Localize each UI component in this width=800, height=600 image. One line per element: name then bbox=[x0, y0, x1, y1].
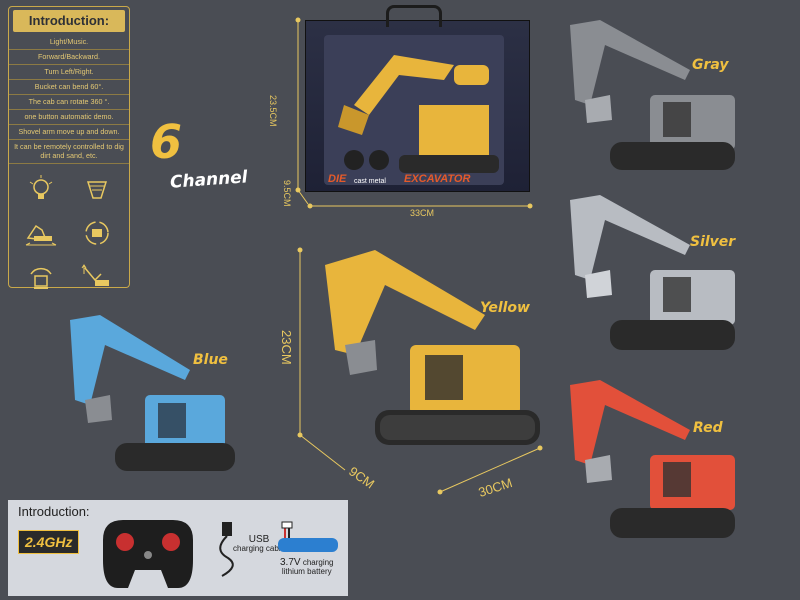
usb-subtitle: charging cable bbox=[233, 544, 286, 553]
feature-item: The cab can rotate 360 °. bbox=[9, 95, 129, 110]
feature-item: Bucket can bend 60°. bbox=[9, 80, 129, 95]
product-height-dimension: 23CM bbox=[279, 330, 294, 365]
forward-backward-icon bbox=[15, 214, 67, 252]
introduction-panel: Introduction: Light/Music.Forward/Backwa… bbox=[8, 6, 130, 289]
feature-item: Shovel arm move up and down. bbox=[9, 125, 129, 140]
box-depth-dimension: 9.5CM bbox=[282, 180, 292, 207]
accessories-panel: Introduction: 2.4GHz USB charging cable … bbox=[8, 500, 348, 596]
channel-number: 6 bbox=[150, 115, 183, 169]
feature-item: Forward/Backward. bbox=[9, 50, 129, 65]
excavator-silver-image bbox=[570, 195, 735, 350]
excavator-red-image bbox=[570, 380, 735, 538]
battery-image bbox=[278, 521, 338, 552]
light-icon bbox=[15, 170, 67, 208]
feature-item: Light/Music. bbox=[9, 35, 129, 50]
box-excavator-text: EXCAVATOR bbox=[404, 173, 471, 185]
channel-label: Channel bbox=[169, 167, 249, 193]
usb-cable-image bbox=[219, 522, 234, 577]
feature-icon-grid bbox=[9, 164, 129, 298]
introduction-title: Introduction: bbox=[13, 10, 125, 32]
usb-title: USB bbox=[248, 534, 270, 545]
color-label-yellow: Yellow bbox=[480, 300, 530, 316]
music-icon bbox=[71, 170, 123, 208]
remote-controller-image bbox=[103, 520, 193, 588]
box-height-dimension: 23.5CM bbox=[268, 95, 278, 127]
frequency-badge: 2.4GHz bbox=[18, 530, 80, 554]
box-cast-text: cast metal bbox=[354, 178, 386, 185]
accessories-title: Introduction: bbox=[18, 504, 90, 519]
battery-label: 3.7V charging lithium battery bbox=[280, 557, 334, 577]
color-label-gray: Gray bbox=[692, 57, 729, 73]
battery-voltage: 3.7V bbox=[280, 557, 301, 568]
color-label-red: Red bbox=[693, 420, 723, 436]
usb-label: USB charging cable bbox=[233, 534, 286, 554]
product-length-dimension: 30CM bbox=[476, 475, 515, 500]
feature-item: one button automatic demo. bbox=[9, 110, 129, 125]
feature-item: Turn Left/Right. bbox=[9, 65, 129, 80]
box-die-text: DIE bbox=[328, 173, 347, 185]
excavator-yellow-image bbox=[325, 250, 540, 445]
rotate-icon bbox=[71, 214, 123, 252]
arm-move-icon bbox=[71, 258, 123, 296]
product-depth-dimension: 9CM bbox=[346, 463, 378, 492]
color-label-silver: Silver bbox=[690, 234, 736, 250]
product-box: DIE cast metal EXCAVATOR bbox=[305, 5, 530, 192]
feature-list: Light/Music.Forward/Backward.Turn Left/R… bbox=[9, 35, 129, 164]
battery-sub2: lithium battery bbox=[281, 567, 332, 576]
box-handle bbox=[386, 5, 442, 27]
excavator-gray-image bbox=[570, 20, 735, 170]
box-window bbox=[324, 35, 504, 185]
bucket-bend-icon bbox=[15, 258, 67, 296]
color-label-blue: Blue bbox=[193, 352, 228, 368]
excavator-blue-image bbox=[70, 315, 235, 471]
box-width-dimension: 33CM bbox=[410, 208, 435, 218]
feature-item: It can be remotely controlled to dig dir… bbox=[9, 140, 129, 164]
battery-sub1: charging bbox=[302, 558, 334, 567]
